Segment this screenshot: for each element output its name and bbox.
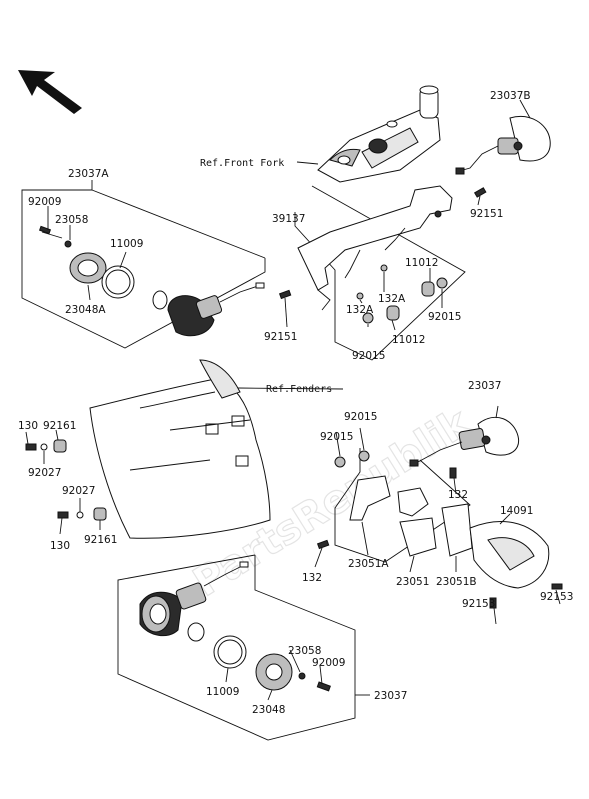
part-label: 23051 xyxy=(396,576,429,588)
part-label: 92153 xyxy=(462,598,495,610)
part-label: 11012 xyxy=(392,334,425,346)
part-label: 39137 xyxy=(272,213,305,225)
group-outline-39137 xyxy=(294,185,466,361)
part-label: 23051B xyxy=(436,576,477,588)
part-label: 130 xyxy=(50,540,70,552)
part-label: 11009 xyxy=(206,686,239,698)
leader-lines xyxy=(25,99,561,701)
lens-ring-23048A xyxy=(38,225,135,299)
part-label: 23048A xyxy=(65,304,106,316)
ref-fenders-label: Ref.Fenders xyxy=(266,384,332,395)
front-fender xyxy=(89,359,271,539)
part-label: 92161 xyxy=(43,420,76,432)
part-label: 132A xyxy=(346,304,374,316)
turn-signal-23037B xyxy=(455,116,551,175)
part-label: 92151 xyxy=(264,331,297,343)
part-label: 92015 xyxy=(344,411,377,423)
fasteners-upper xyxy=(278,187,487,324)
part-label: 23058 xyxy=(288,645,321,657)
part-label: 92153 xyxy=(540,591,573,603)
part-label: 92027 xyxy=(28,467,61,479)
part-label: 23037 xyxy=(468,380,501,392)
part-label: 92009 xyxy=(312,657,345,669)
turn-signal-23037 xyxy=(409,416,520,467)
part-label: 92027 xyxy=(62,485,95,497)
part-label: 14091 xyxy=(500,505,533,517)
bracket-assembly-23051 xyxy=(316,450,473,557)
part-label: 23037 xyxy=(374,690,407,702)
turn-signal-lower-23037 xyxy=(139,561,249,642)
fork-top-assembly xyxy=(317,85,441,183)
part-label: 23048 xyxy=(252,704,285,716)
front-direction-arrow-icon xyxy=(18,70,82,114)
part-label: 132A xyxy=(378,293,406,305)
ref-front-fork-label: Ref.Front Fork xyxy=(200,158,284,169)
part-label: 23037A xyxy=(68,168,109,180)
part-label: 23058 xyxy=(55,214,88,226)
part-label: 92009 xyxy=(28,196,61,208)
part-label: 92015 xyxy=(320,431,353,443)
part-label: 23051A xyxy=(348,558,389,570)
part-label: 132 xyxy=(448,489,468,501)
lens-ring-23048 xyxy=(213,635,331,692)
signal-bracket-39137 xyxy=(297,185,453,311)
part-label: 132 xyxy=(302,572,322,584)
part-label: 92161 xyxy=(84,534,117,546)
part-label: 23037B xyxy=(490,90,531,102)
part-label: 11012 xyxy=(405,257,438,269)
part-label: 130 xyxy=(18,420,38,432)
group-outline-23037 xyxy=(117,554,356,741)
turn-signal-23037A xyxy=(152,282,265,337)
group-outline-23051 xyxy=(334,448,471,563)
cover-14091 xyxy=(469,521,563,609)
part-label: 92015 xyxy=(352,350,385,362)
part-label: 92151 xyxy=(470,208,503,220)
group-outline-23037A xyxy=(21,180,266,349)
fasteners-left xyxy=(25,439,107,521)
part-label: 11009 xyxy=(110,238,143,250)
part-label: 92015 xyxy=(428,311,461,323)
